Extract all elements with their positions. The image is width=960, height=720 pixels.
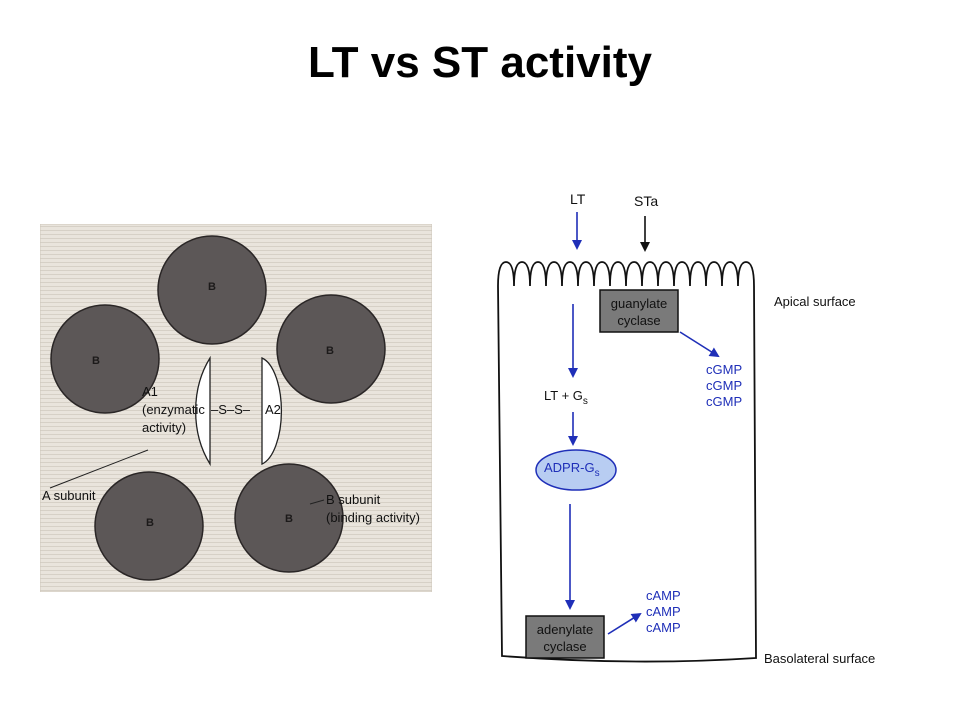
camp-production-arrow: [607, 612, 642, 635]
toxin-structure-svg: B B B B B A1 (enzymatic activity) –S–S– …: [39, 223, 433, 593]
lt-toxin-label: LT: [570, 191, 586, 207]
toxin-structure-figure: B B B B B A1 (enzymatic activity) –S–S– …: [39, 223, 433, 593]
b-circle-label-lower-right: B: [285, 513, 293, 525]
b-circle-label-lower-left: B: [146, 517, 154, 529]
a1-desc-line2: activity): [142, 420, 186, 435]
b-subunit-label: B subunit: [326, 492, 381, 507]
guanylate-cyclase-label-line1: guanylate: [611, 296, 667, 311]
cell-membrane-outline: [497, 261, 757, 663]
camp-label-1: cAMP: [646, 588, 681, 603]
a1-label: A1: [142, 384, 158, 399]
sta-toxin-label: STa: [634, 193, 658, 209]
a-subunit-label: A subunit: [42, 488, 96, 503]
cgmp-label-1: cGMP: [706, 362, 742, 377]
cgmp-production-arrow: [679, 331, 720, 358]
basolateral-surface-label: Basolateral surface: [764, 651, 875, 666]
camp-label-2: cAMP: [646, 604, 681, 619]
b-circle-label-top: B: [208, 281, 216, 293]
cgmp-label-2: cGMP: [706, 378, 742, 393]
adpr-gs-ellipse: [535, 449, 617, 491]
apical-surface-label: Apical surface: [774, 294, 856, 309]
b-subunit-circle-lower-right: [234, 463, 344, 573]
adenylate-cyclase-box: [525, 615, 605, 659]
a-subunit-pointer-line: [49, 449, 149, 489]
guanylate-cyclase-label-line2: cyclase: [617, 313, 660, 328]
cgmp-label-3: cGMP: [706, 394, 742, 409]
a2-subunit-shape: [261, 357, 283, 465]
a1-desc-line1: (enzymatic: [142, 402, 205, 417]
lt-gs-complex-label: LT + Gs: [544, 388, 588, 407]
b-subunit-circle-upper-right: [276, 294, 386, 404]
a2-label: A2: [265, 402, 281, 417]
guanylate-cyclase-box: [599, 289, 679, 333]
cell-mechanism-svg: LT STa Apical surface Basolateral surfac…: [497, 191, 875, 666]
b-circle-label-upper-right: B: [326, 345, 334, 357]
slide-title: LT vs ST activity: [308, 38, 652, 87]
b-subunit-pointer-line: [309, 499, 325, 505]
b-subunit-circle-top: [157, 235, 267, 345]
b-circle-label-upper-left: B: [92, 355, 100, 367]
b-subunit-circle-lower-left: [94, 471, 204, 581]
disulfide-bond-label: –S–S–: [211, 402, 251, 417]
b-subunit-circle-upper-left: [50, 304, 160, 414]
cell-mechanism-diagram: LT STa Apical surface Basolateral surfac…: [484, 176, 924, 676]
adenylate-cyclase-label-line2: cyclase: [543, 639, 586, 654]
adenylate-cyclase-label-line1: adenylate: [537, 622, 593, 637]
a1-subunit-shape: [195, 355, 211, 467]
b-subunit-desc: (binding activity): [326, 510, 420, 525]
adpr-gs-label: ADPR-Gs: [544, 460, 600, 479]
camp-label-3: cAMP: [646, 620, 681, 635]
